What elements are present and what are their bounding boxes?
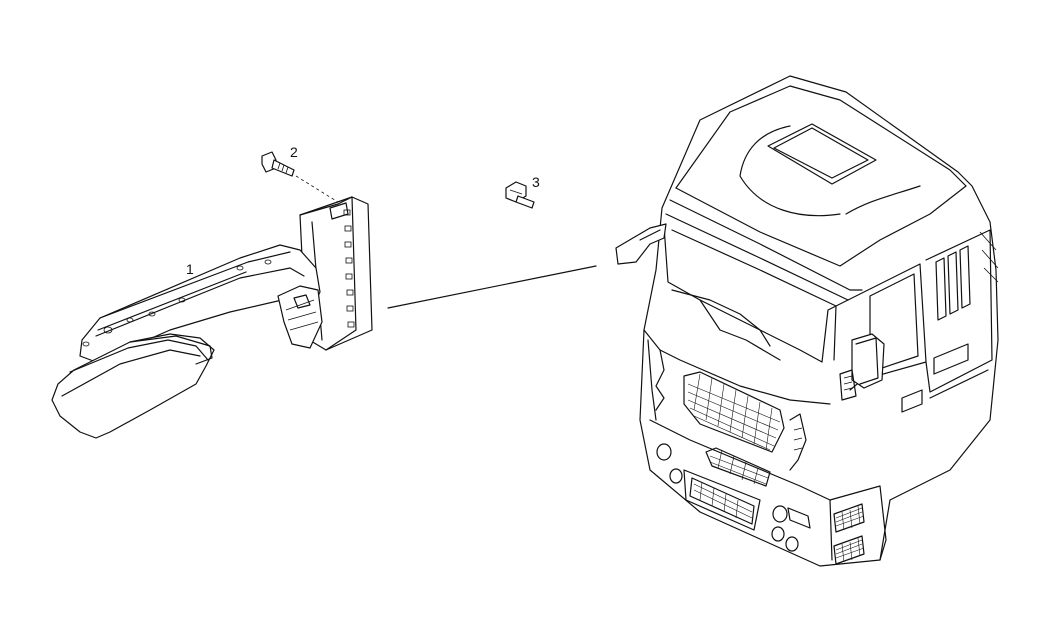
screw-part-3 [505,181,535,209]
bolt-part-2 [261,151,339,203]
callout-2: 2 [290,144,298,160]
truck-cab [615,75,999,567]
callout-3: 3 [532,174,540,190]
assembly-leader-line [387,265,597,309]
callout-1: 1 [186,261,194,277]
mirror-assembly [51,196,373,439]
